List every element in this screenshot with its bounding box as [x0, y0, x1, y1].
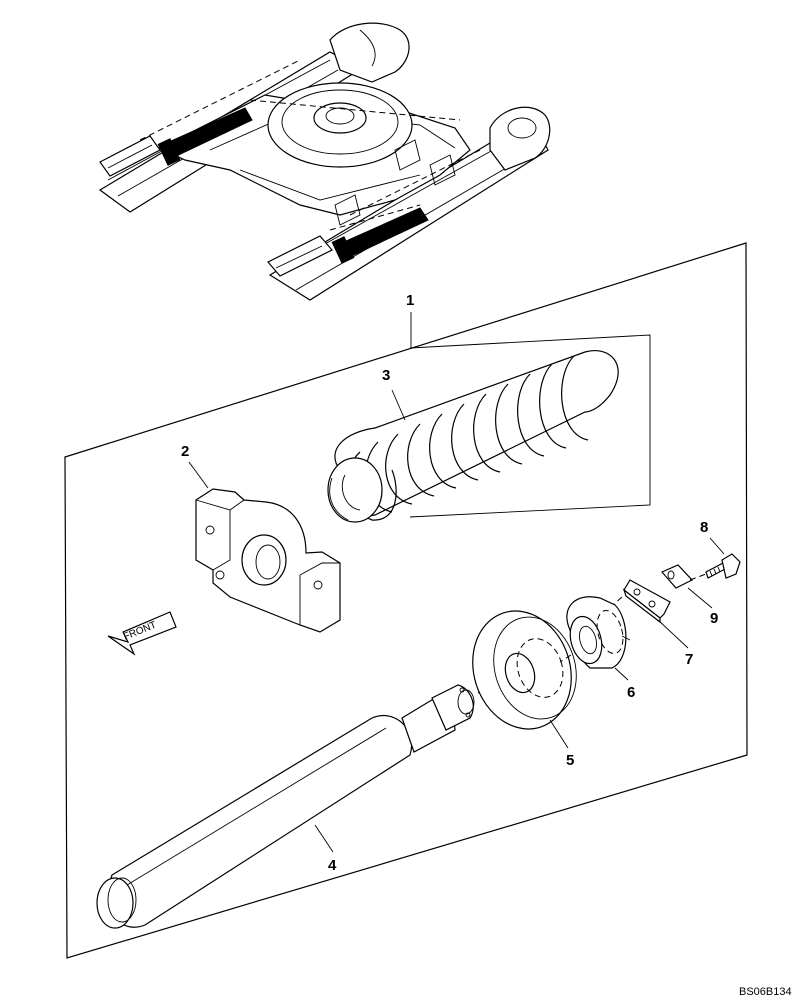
adjuster-rod [96, 684, 475, 929]
callout-5: 5 [566, 752, 574, 769]
front-arrow-icon: FRONT [107, 611, 177, 656]
reference-code: BS06B134 [739, 986, 792, 998]
undercarriage-frame [98, 22, 551, 301]
collar [566, 596, 631, 669]
callout-9: 9 [710, 610, 718, 627]
lock-plate [622, 579, 671, 624]
recoil-spring [327, 350, 619, 523]
callout-6: 6 [627, 684, 635, 701]
callout-1: 1 [406, 292, 414, 309]
bolt [705, 553, 741, 579]
callout-7: 7 [685, 651, 693, 668]
assembly-group-outline [64, 242, 748, 959]
callout-3: 3 [382, 367, 390, 384]
spring-bracket [195, 488, 341, 633]
callout-4: 4 [328, 857, 337, 874]
lock-washer [661, 564, 693, 589]
callout-8: 8 [700, 519, 708, 536]
callout-2: 2 [181, 443, 189, 460]
washer [472, 610, 577, 730]
